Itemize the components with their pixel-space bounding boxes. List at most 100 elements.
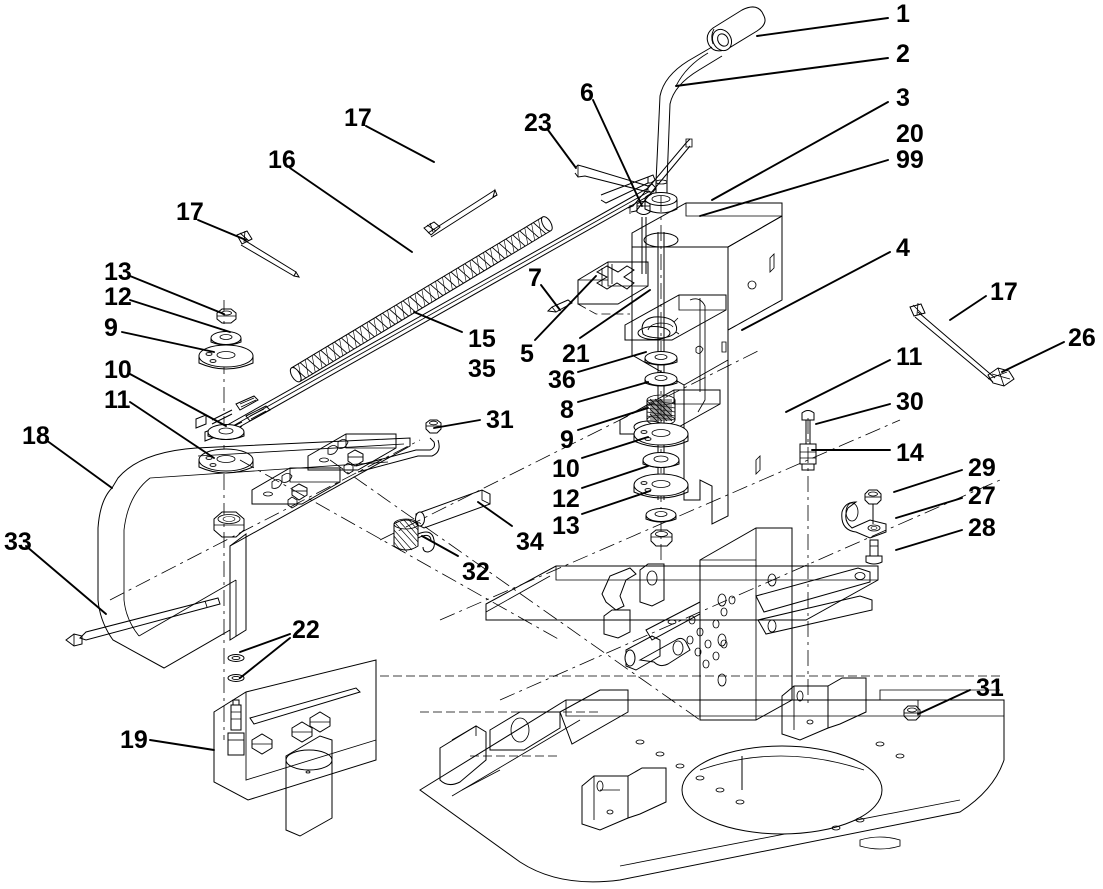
callout-number-31: 31 <box>486 406 514 434</box>
callout-number-9: 9 <box>104 314 118 342</box>
leader-line-27 <box>895 497 963 519</box>
callout-number-17: 17 <box>344 104 372 132</box>
callout-number-18: 18 <box>22 422 50 450</box>
callout-number-10: 10 <box>552 455 580 483</box>
leader-line-26 <box>1001 341 1065 373</box>
callout-number-7: 7 <box>528 264 542 292</box>
handle-grip-part <box>706 6 766 52</box>
leader-line-33 <box>25 545 107 615</box>
callout-number-23: 23 <box>524 109 552 137</box>
leader-line-29 <box>893 469 963 493</box>
vertical-shaft-stack <box>633 196 689 560</box>
callout-number-6: 6 <box>580 79 594 107</box>
leader-line-32 <box>421 535 459 557</box>
callout-number-10: 10 <box>104 356 132 384</box>
leader-line-10 <box>129 373 227 427</box>
callout-number-8: 8 <box>560 396 574 424</box>
main-frame-assembly <box>109 349 1005 883</box>
callout-number-36: 36 <box>548 366 576 394</box>
leader-line-36 <box>577 351 647 373</box>
torsion-spring-and-tube <box>393 489 491 553</box>
locknut-31-lower <box>903 705 921 721</box>
leader-line-99 <box>699 159 889 217</box>
control-rod-part <box>195 187 653 442</box>
callout-number-1: 1 <box>896 0 910 28</box>
hood-mount-brackets <box>251 433 440 509</box>
leader-line-18 <box>45 439 113 489</box>
callout-number-29: 29 <box>968 454 996 482</box>
leader-line-7 <box>540 284 561 311</box>
fastener-group-top <box>574 138 693 274</box>
leader-line-16 <box>289 167 413 253</box>
leader-line-23 <box>547 129 577 169</box>
leader-line-2 <box>675 57 889 87</box>
leader-line-19 <box>149 739 215 751</box>
leader-line-12 <box>581 465 649 489</box>
leader-line-11 <box>129 401 215 459</box>
leader-line-c22b <box>239 637 291 679</box>
leader-line-22 <box>239 633 291 653</box>
leader-line-34 <box>477 501 513 527</box>
callout-number-13: 13 <box>552 512 580 540</box>
callout-number-11: 11 <box>104 386 131 414</box>
leader-line-3 <box>711 101 889 201</box>
left-shaft-stack <box>198 300 254 756</box>
callout-number-27: 27 <box>968 482 996 510</box>
callout-number-99: 99 <box>896 146 924 174</box>
callout-leader-lines <box>25 17 1065 751</box>
callout-number-17: 17 <box>176 198 204 226</box>
callout-number-3: 3 <box>896 84 910 112</box>
callout-number-21: 21 <box>562 340 590 368</box>
leader-line-17 <box>365 125 435 163</box>
callout-number-15: 15 <box>468 325 496 353</box>
callout-number-20: 20 <box>896 120 924 148</box>
callout-number-14: 14 <box>896 439 924 467</box>
callout-number-31: 31 <box>976 674 1004 702</box>
leader-line-15 <box>413 311 463 333</box>
leader-line-13 <box>129 275 225 315</box>
callout-number-11: 11 <box>896 343 923 371</box>
callout-number-9: 9 <box>560 426 574 454</box>
leader-line-11 <box>785 359 891 413</box>
leader-line-30 <box>815 403 891 425</box>
callout-number-26: 26 <box>1068 324 1096 352</box>
callout-number-2: 2 <box>896 40 910 68</box>
callout-number-12: 12 <box>552 485 580 513</box>
leader-line-13 <box>581 490 651 515</box>
leader-line-9 <box>121 331 215 353</box>
leader-line-12 <box>129 299 231 333</box>
leader-line-31 <box>433 419 481 429</box>
callout-number-5: 5 <box>520 340 534 368</box>
cable-clamp-group <box>841 489 887 565</box>
leader-line-17 <box>949 295 987 321</box>
callout-number-4: 4 <box>896 234 910 262</box>
bolt-30-spacer-14 <box>799 410 817 706</box>
leader-line-9 <box>577 407 649 431</box>
callout-number-28: 28 <box>968 514 996 542</box>
carriage-bolt-33 <box>65 597 221 647</box>
leader-line-8 <box>577 381 649 403</box>
callout-number-22: 22 <box>292 616 320 644</box>
callout-number-19: 19 <box>120 726 148 754</box>
callout-number-33: 33 <box>4 528 32 556</box>
leader-line-6 <box>592 99 643 207</box>
cable-tie-parts <box>236 188 1015 387</box>
callout-number-12: 12 <box>104 283 132 311</box>
callout-number-30: 30 <box>896 388 924 416</box>
hood-cover-part <box>97 437 411 669</box>
leader-line-5 <box>534 275 597 341</box>
callout-number-17: 17 <box>990 278 1018 306</box>
leader-line-1 <box>756 17 889 37</box>
leader-line-17 <box>197 219 247 241</box>
leader-line-21 <box>579 289 651 339</box>
callout-number-16: 16 <box>268 146 296 174</box>
callout-number-32: 32 <box>462 558 490 586</box>
leader-line-31 <box>917 689 971 715</box>
leader-line-10 <box>581 436 649 459</box>
callout-number-35: 35 <box>468 355 496 383</box>
callout-number-13: 13 <box>104 258 132 286</box>
leader-line-28 <box>895 529 963 551</box>
link-block-part <box>546 261 649 315</box>
